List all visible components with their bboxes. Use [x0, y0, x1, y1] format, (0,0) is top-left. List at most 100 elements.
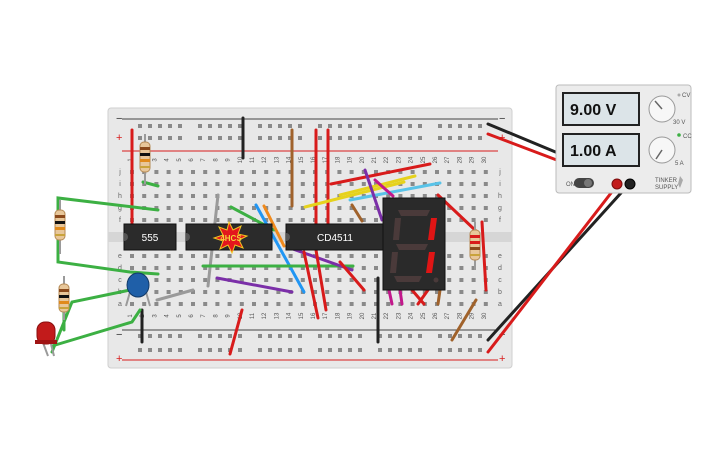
power-supply[interactable]: 9.00 V 1.00 A CV CC 30 V 5 A ON TINKER S… — [555, 84, 692, 194]
breadboard-hole[interactable] — [288, 218, 293, 222]
wire-brown-mid[interactable] — [350, 203, 364, 223]
breadboard-hole[interactable] — [337, 290, 342, 294]
breadboard-hole[interactable] — [288, 302, 293, 306]
breadboard-hole[interactable] — [276, 194, 281, 198]
breadboard-hole[interactable] — [227, 266, 232, 270]
breadboard-hole[interactable] — [198, 348, 202, 352]
breadboard-hole[interactable] — [348, 334, 352, 338]
breadboard-hole[interactable] — [154, 194, 159, 198]
breadboard-hole[interactable] — [378, 334, 382, 338]
breadboard-hole[interactable] — [318, 136, 322, 140]
breadboard-hole[interactable] — [361, 290, 366, 294]
breadboard-hole[interactable] — [166, 206, 171, 210]
breadboard-hole[interactable] — [228, 334, 232, 338]
breadboard-hole[interactable] — [438, 348, 442, 352]
wire-orange[interactable] — [262, 204, 286, 248]
breadboard-hole[interactable] — [130, 266, 134, 270]
breadboard-hole[interactable] — [328, 124, 332, 128]
breadboard-hole[interactable] — [378, 124, 382, 128]
breadboard-hole[interactable] — [208, 348, 212, 352]
breadboard-hole[interactable] — [459, 206, 464, 210]
breadboard-hole[interactable] — [435, 290, 439, 294]
breadboard-hole[interactable] — [288, 136, 292, 140]
breadboard-hole[interactable] — [166, 302, 171, 306]
breadboard-hole[interactable] — [349, 302, 354, 306]
breadboard-hole[interactable] — [361, 278, 366, 282]
breadboard-hole[interactable] — [325, 302, 330, 306]
breadboard-hole[interactable] — [218, 348, 222, 352]
breadboard-hole[interactable] — [459, 170, 464, 174]
breadboard-hole[interactable] — [378, 136, 382, 140]
breadboard-hole[interactable] — [338, 334, 342, 338]
chip-555[interactable]: 555 — [123, 223, 177, 251]
wire-brown-low[interactable] — [436, 288, 442, 306]
breadboard-hole[interactable] — [239, 218, 244, 222]
breadboard-hole[interactable] — [318, 124, 322, 128]
breadboard-hole[interactable] — [130, 302, 134, 306]
breadboard-hole[interactable] — [374, 206, 378, 210]
breadboard-hole[interactable] — [191, 194, 195, 198]
breadboard-hole[interactable] — [349, 206, 354, 210]
breadboard-hole[interactable] — [215, 254, 220, 258]
breadboard-hole[interactable] — [276, 278, 281, 282]
breadboard-hole[interactable] — [338, 124, 342, 128]
breadboard-hole[interactable] — [154, 254, 159, 258]
breadboard-hole[interactable] — [459, 266, 464, 270]
breadboard-hole[interactable] — [349, 266, 354, 270]
breadboard-hole[interactable] — [227, 218, 232, 222]
breadboard-hole[interactable] — [478, 136, 482, 140]
breadboard-hole[interactable] — [300, 218, 305, 222]
wire-red-lower-3[interactable] — [338, 260, 366, 292]
breadboard-hole[interactable] — [459, 302, 464, 306]
breadboard-hole[interactable] — [227, 182, 232, 186]
breadboard-hole[interactable] — [215, 182, 220, 186]
wire-blue-long[interactable] — [254, 203, 306, 294]
breadboard-hole[interactable] — [374, 254, 378, 258]
breadboard-hole[interactable] — [468, 136, 472, 140]
breadboard-hole[interactable] — [448, 334, 452, 338]
breadboard-hole[interactable] — [349, 170, 354, 174]
breadboard-hole[interactable] — [337, 218, 342, 222]
breadboard-hole[interactable] — [208, 124, 212, 128]
breadboard-hole[interactable] — [337, 254, 342, 258]
ceramic-capacitor[interactable] — [125, 272, 151, 307]
breadboard-hole[interactable] — [203, 290, 208, 294]
breadboard-hole[interactable] — [239, 206, 244, 210]
breadboard-hole[interactable] — [191, 182, 195, 186]
breadboard-hole[interactable] — [203, 278, 208, 282]
breadboard-hole[interactable] — [408, 124, 412, 128]
breadboard-hole[interactable] — [178, 302, 183, 306]
breadboard-hole[interactable] — [328, 334, 332, 338]
breadboard-hole[interactable] — [154, 182, 159, 186]
breadboard-hole[interactable] — [227, 254, 232, 258]
breadboard-hole[interactable] — [138, 136, 142, 140]
breadboard-hole[interactable] — [252, 170, 256, 174]
breadboard-hole[interactable] — [398, 124, 402, 128]
breadboard-hole[interactable] — [459, 290, 464, 294]
breadboard-hole[interactable] — [374, 278, 378, 282]
breadboard-hole[interactable] — [483, 290, 488, 294]
breadboard-hole[interactable] — [198, 136, 202, 140]
breadboard-hole[interactable] — [178, 218, 183, 222]
breadboard-hole[interactable] — [313, 278, 317, 282]
breadboard-hole[interactable] — [300, 194, 305, 198]
breadboard-hole[interactable] — [191, 218, 195, 222]
breadboard-hole[interactable] — [388, 348, 392, 352]
breadboard-hole[interactable] — [264, 218, 269, 222]
breadboard-hole[interactable] — [268, 136, 272, 140]
breadboard-hole[interactable] — [358, 334, 362, 338]
breadboard-hole[interactable] — [138, 348, 142, 352]
breadboard-hole[interactable] — [386, 194, 391, 198]
breadboard-hole[interactable] — [228, 124, 232, 128]
breadboard-hole[interactable] — [191, 254, 195, 258]
breadboard-hole[interactable] — [191, 170, 195, 174]
wire-red-lower-2[interactable] — [302, 250, 320, 320]
breadboard-hole[interactable] — [300, 206, 305, 210]
breadboard-hole[interactable] — [278, 136, 282, 140]
breadboard-hole[interactable] — [298, 334, 302, 338]
breadboard-hole[interactable] — [349, 290, 354, 294]
breadboard-hole[interactable] — [374, 266, 378, 270]
breadboard-hole[interactable] — [166, 254, 171, 258]
breadboard-hole[interactable] — [483, 218, 488, 222]
breadboard-hole[interactable] — [388, 136, 392, 140]
